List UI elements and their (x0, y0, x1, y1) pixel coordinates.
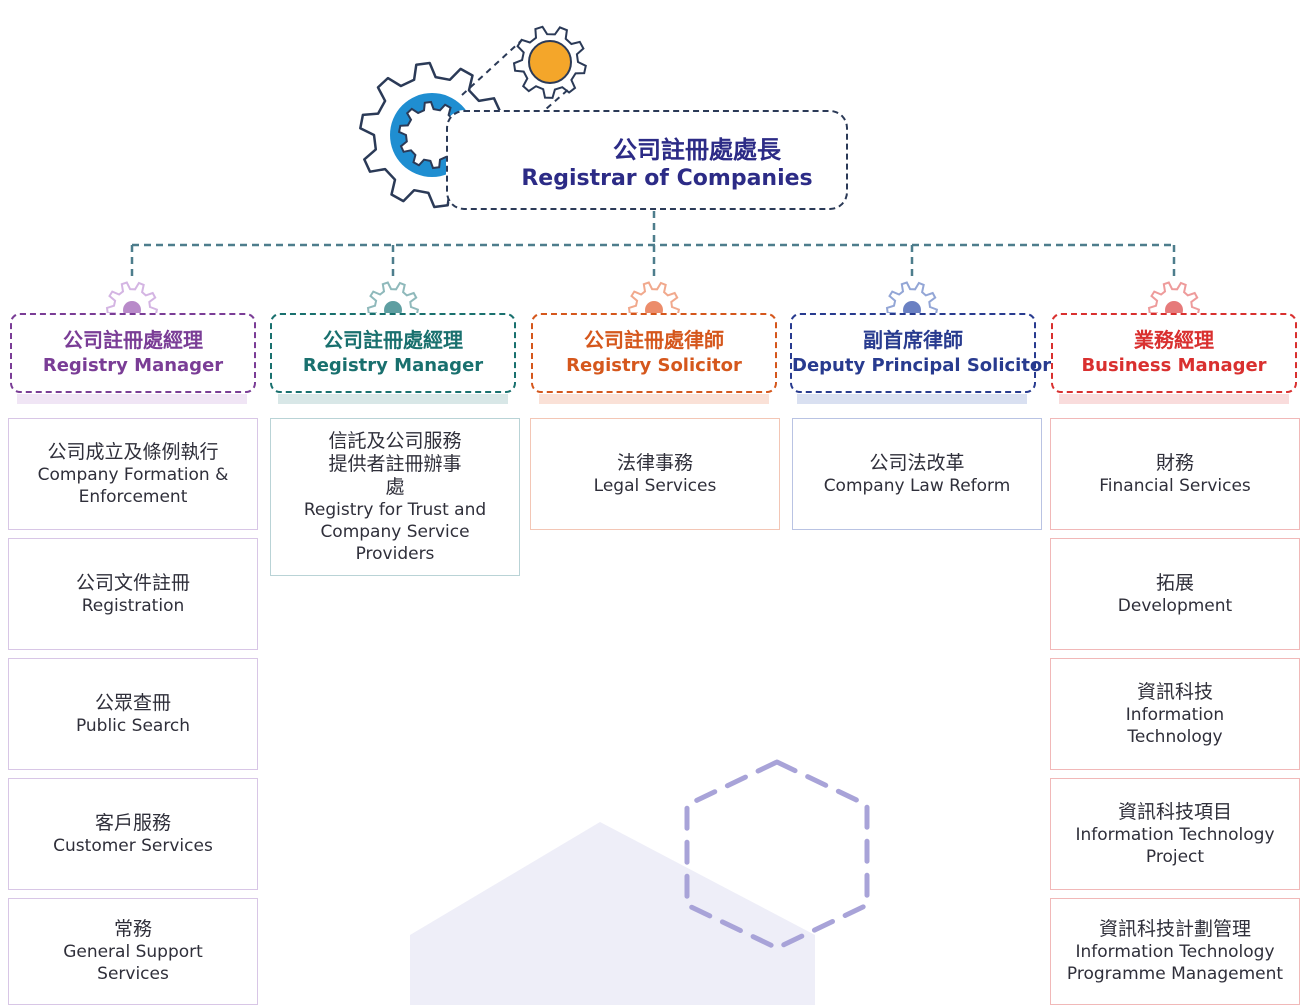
manager-shadow-bar (539, 394, 769, 404)
unit-name-zh: 資訊科技 (1136, 680, 1213, 703)
manager-title-zh: 公司註冊處律師 (584, 328, 724, 352)
registrar-box: 公司註冊處處長 Registrar of Companies (446, 110, 848, 210)
unit-name-zh: 拓展 (1155, 571, 1194, 594)
unit-name-zh: 公司文件註冊 (75, 571, 190, 594)
manager-title-en: Registry Manager (302, 355, 484, 376)
unit-name-en: Information Technology (1125, 704, 1225, 747)
unit-name-en: Information Technology Programme Managem… (1066, 942, 1284, 984)
unit-box-general-support: 常務 General Support Services (8, 898, 258, 1005)
unit-name-zh: 公眾查冊 (94, 691, 171, 714)
unit-name-zh: 信託及公司服務提供者註冊辦事處 (328, 429, 462, 498)
unit-box-legal-services: 法律事務 Legal Services (530, 418, 780, 530)
manager-box-business-manager: 業務經理 Business Manager (1051, 313, 1297, 393)
unit-name-en: Financial Services (1099, 475, 1251, 496)
registrar-title-zh: 公司註冊處處長 (613, 136, 781, 164)
dashed-hexagon-outline (684, 759, 870, 951)
manager-shadow-bar (17, 394, 247, 404)
manager-title-zh: 業務經理 (1134, 328, 1214, 352)
unit-name-zh: 客戶服務 (94, 811, 171, 834)
manager-title-zh: 公司註冊處經理 (63, 328, 203, 352)
unit-box-information-technology: 資訊科技 Information Technology (1050, 658, 1300, 770)
manager-title-en: Business Manager (1081, 355, 1267, 376)
unit-name-en: Customer Services (53, 835, 213, 856)
unit-box-it-programme-management: 資訊科技計劃管理 Information Technology Programm… (1050, 898, 1300, 1005)
unit-name-zh: 財務 (1155, 451, 1194, 474)
manager-title-zh: 副首席律師 (863, 328, 963, 352)
manager-title-en: Registry Manager (42, 355, 224, 376)
manager-box-registry-manager-2: 公司註冊處經理 Registry Manager (270, 313, 516, 393)
unit-name-en: Information Technology Project (1075, 824, 1275, 867)
unit-name-en: Public Search (75, 715, 191, 736)
unit-name-en: Company Law Reform (823, 475, 1011, 496)
unit-name-en: Registration (81, 595, 185, 616)
unit-name-zh: 資訊科技計劃管理 (1098, 918, 1251, 940)
manager-title-en: Deputy Principal Solicitor (792, 355, 1052, 376)
manager-box-registry-solicitor: 公司註冊處律師 Registry Solicitor (531, 313, 777, 393)
unit-box-company-law-reform: 公司法改革 Company Law Reform (792, 418, 1042, 530)
manager-title-zh: 公司註冊處經理 (323, 328, 463, 352)
unit-name-zh: 資訊科技項目 (1117, 800, 1232, 823)
unit-name-zh: 法律事務 (616, 451, 693, 474)
manager-shadow-bar (797, 394, 1027, 404)
manager-shadow-bar (278, 394, 508, 404)
unit-name-zh: 常務 (113, 918, 152, 940)
unit-box-financial-services: 財務 Financial Services (1050, 418, 1300, 530)
unit-name-en: Legal Services (593, 475, 717, 496)
manager-shadow-bar (1059, 394, 1289, 404)
unit-box-trust-company-registry: 信託及公司服務提供者註冊辦事處 Registry for Trust and C… (270, 418, 520, 576)
unit-name-en: Development (1117, 595, 1233, 616)
manager-title-en: Registry Solicitor (566, 355, 742, 376)
unit-name-zh: 公司法改革 (869, 451, 965, 474)
connector-lines (130, 211, 1176, 278)
unit-name-en: Company Formation & Enforcement (37, 464, 229, 507)
unit-box-development: 拓展 Development (1050, 538, 1300, 650)
unit-box-company-formation: 公司成立及條例執行 Company Formation & Enforcemen… (8, 418, 258, 530)
manager-box-deputy-principal-solicitor: 副首席律師 Deputy Principal Solicitor (790, 313, 1052, 393)
small-gear-outline (512, 25, 587, 99)
manager-box-registry-manager-1: 公司註冊處經理 Registry Manager (10, 313, 256, 393)
unit-name-en: Registry for Trust and Company Service P… (303, 499, 487, 564)
unit-name-zh: 公司成立及條例執行 (47, 440, 219, 463)
unit-box-customer-services: 客戶服務 Customer Services (8, 778, 258, 890)
unit-box-registration: 公司文件註冊 Registration (8, 538, 258, 650)
background-hexagon-shape (410, 822, 815, 1005)
unit-box-it-project: 資訊科技項目 Information Technology Project (1050, 778, 1300, 890)
unit-name-en: General Support Services (63, 942, 203, 984)
unit-box-public-search: 公眾查冊 Public Search (8, 658, 258, 770)
registrar-title-en: Registrar of Companies (521, 166, 813, 191)
